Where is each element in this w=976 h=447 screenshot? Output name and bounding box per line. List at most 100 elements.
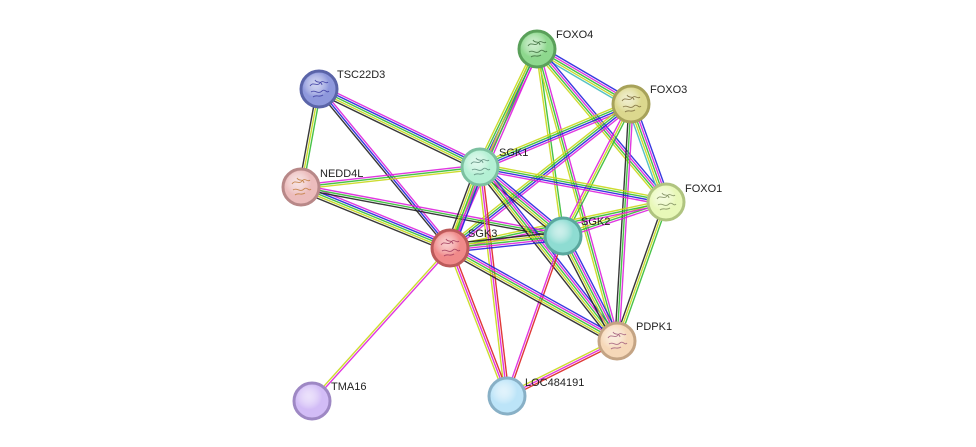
edge-line bbox=[562, 235, 618, 342]
edge-line bbox=[481, 165, 620, 341]
protein-structure-icon bbox=[309, 79, 330, 98]
edge-line bbox=[476, 169, 615, 345]
edge-line bbox=[505, 338, 617, 395]
node-label: LOC484191 bbox=[525, 377, 584, 389]
edge-line bbox=[505, 235, 563, 396]
node-foxo4[interactable]: FOXO4 bbox=[517, 29, 593, 69]
node-label: NEDD4L bbox=[320, 168, 363, 180]
edge-line bbox=[302, 182, 452, 245]
node-loc484191[interactable]: LOC484191 bbox=[487, 376, 584, 416]
edge-line bbox=[479, 166, 508, 397]
node-tma16[interactable]: TMA16 bbox=[292, 381, 366, 421]
edge-foxo4-sgk2 bbox=[535, 48, 565, 237]
edge-line bbox=[477, 167, 506, 397]
edge-line bbox=[447, 248, 506, 398]
protein-structure-icon bbox=[527, 39, 548, 58]
edge-foxo3-pdpk1 bbox=[614, 103, 634, 342]
edge-line bbox=[479, 167, 666, 204]
edge-line bbox=[312, 248, 452, 403]
node-sgk3[interactable]: SGK3 bbox=[430, 228, 497, 268]
edge-foxo1-sgk1 bbox=[479, 163, 667, 206]
edge-tsc22d3-sgk3 bbox=[316, 87, 453, 250]
edge-line bbox=[564, 234, 620, 341]
protein-structure-icon bbox=[440, 238, 461, 257]
edge-line bbox=[538, 48, 620, 341]
edge-tsc22d3-sgk1 bbox=[316, 84, 483, 172]
node-pdpk1[interactable]: PDPK1 bbox=[597, 321, 672, 361]
edge-line bbox=[447, 100, 630, 247]
edge-line bbox=[480, 104, 632, 169]
node-sgk2[interactable]: SGK2 bbox=[543, 216, 610, 256]
edge-line bbox=[300, 164, 480, 186]
edge-sgk1-loc484191 bbox=[477, 166, 510, 397]
edge-line bbox=[300, 188, 563, 239]
edge-foxo4-pdpk1 bbox=[534, 48, 620, 342]
edge-sgk3-tma16 bbox=[310, 246, 452, 403]
edge-line bbox=[451, 105, 634, 252]
edge-line bbox=[300, 186, 451, 249]
node-shading bbox=[601, 325, 633, 357]
edge-nedd4l-sgk1 bbox=[300, 164, 481, 190]
protein-structure-icon bbox=[470, 157, 491, 176]
edge-line bbox=[507, 342, 619, 399]
node-label: PDPK1 bbox=[636, 321, 672, 333]
node-shading bbox=[296, 385, 328, 417]
edge-line bbox=[476, 47, 535, 166]
node-sgk1[interactable]: SGK1 bbox=[460, 147, 528, 187]
edge-line bbox=[534, 49, 616, 342]
node-label: FOXO4 bbox=[556, 29, 593, 41]
edge-foxo1-pdpk1 bbox=[614, 201, 669, 342]
node-tsc22d3[interactable]: TSC22D3 bbox=[299, 69, 385, 109]
edge-line bbox=[618, 202, 669, 342]
node-foxo3[interactable]: FOXO3 bbox=[611, 84, 687, 124]
protein-structure-icon bbox=[656, 192, 677, 211]
node-label: TSC22D3 bbox=[337, 69, 385, 81]
edge-line bbox=[449, 247, 508, 397]
edge-line bbox=[614, 103, 630, 341]
node-foxo1[interactable]: FOXO1 bbox=[646, 182, 722, 222]
edge-line bbox=[478, 100, 631, 165]
edge-line bbox=[310, 246, 450, 401]
protein-structure-icon bbox=[621, 94, 642, 113]
edge-line bbox=[317, 90, 480, 170]
edge-line bbox=[301, 184, 452, 247]
edge-line bbox=[480, 163, 667, 200]
edge-line bbox=[320, 87, 453, 248]
node-shading bbox=[303, 73, 335, 105]
edge-line bbox=[566, 233, 622, 340]
edge-line bbox=[300, 166, 481, 188]
edge-line bbox=[616, 201, 667, 342]
edge-line bbox=[318, 88, 451, 249]
edge-pdpk1-loc484191 bbox=[505, 338, 619, 399]
edge-sgk1-pdpk1 bbox=[476, 163, 621, 345]
edge-sgk3-pdpk1 bbox=[447, 243, 620, 346]
node-label: SGK2 bbox=[581, 216, 610, 228]
node-label: FOXO1 bbox=[685, 183, 722, 195]
protein-structure-icon bbox=[291, 177, 312, 196]
node-label: FOXO3 bbox=[650, 84, 687, 96]
node-shading bbox=[521, 33, 553, 65]
edge-line bbox=[481, 166, 510, 396]
edge-line bbox=[300, 186, 564, 237]
edge-sgk2-pdpk1 bbox=[558, 233, 622, 344]
edge-line bbox=[477, 167, 616, 343]
edge-nedd4l-sgk3 bbox=[299, 182, 452, 253]
edge-line bbox=[301, 184, 564, 235]
edge-line bbox=[564, 104, 634, 238]
edge-foxo3-sgk2 bbox=[560, 102, 634, 238]
edge-line bbox=[560, 102, 630, 236]
edge-line bbox=[451, 243, 620, 338]
edge-line bbox=[299, 190, 449, 253]
edge-line bbox=[560, 236, 616, 343]
edge-line bbox=[447, 251, 616, 346]
edge-line bbox=[320, 84, 483, 164]
node-label: TMA16 bbox=[331, 381, 366, 393]
edge-line bbox=[562, 103, 632, 237]
node-shading bbox=[285, 171, 317, 203]
edge-nedd4l-sgk2 bbox=[300, 184, 564, 239]
node-nedd4l[interactable]: NEDD4L bbox=[281, 167, 363, 207]
edge-line bbox=[479, 166, 618, 342]
node-shading bbox=[464, 151, 496, 183]
